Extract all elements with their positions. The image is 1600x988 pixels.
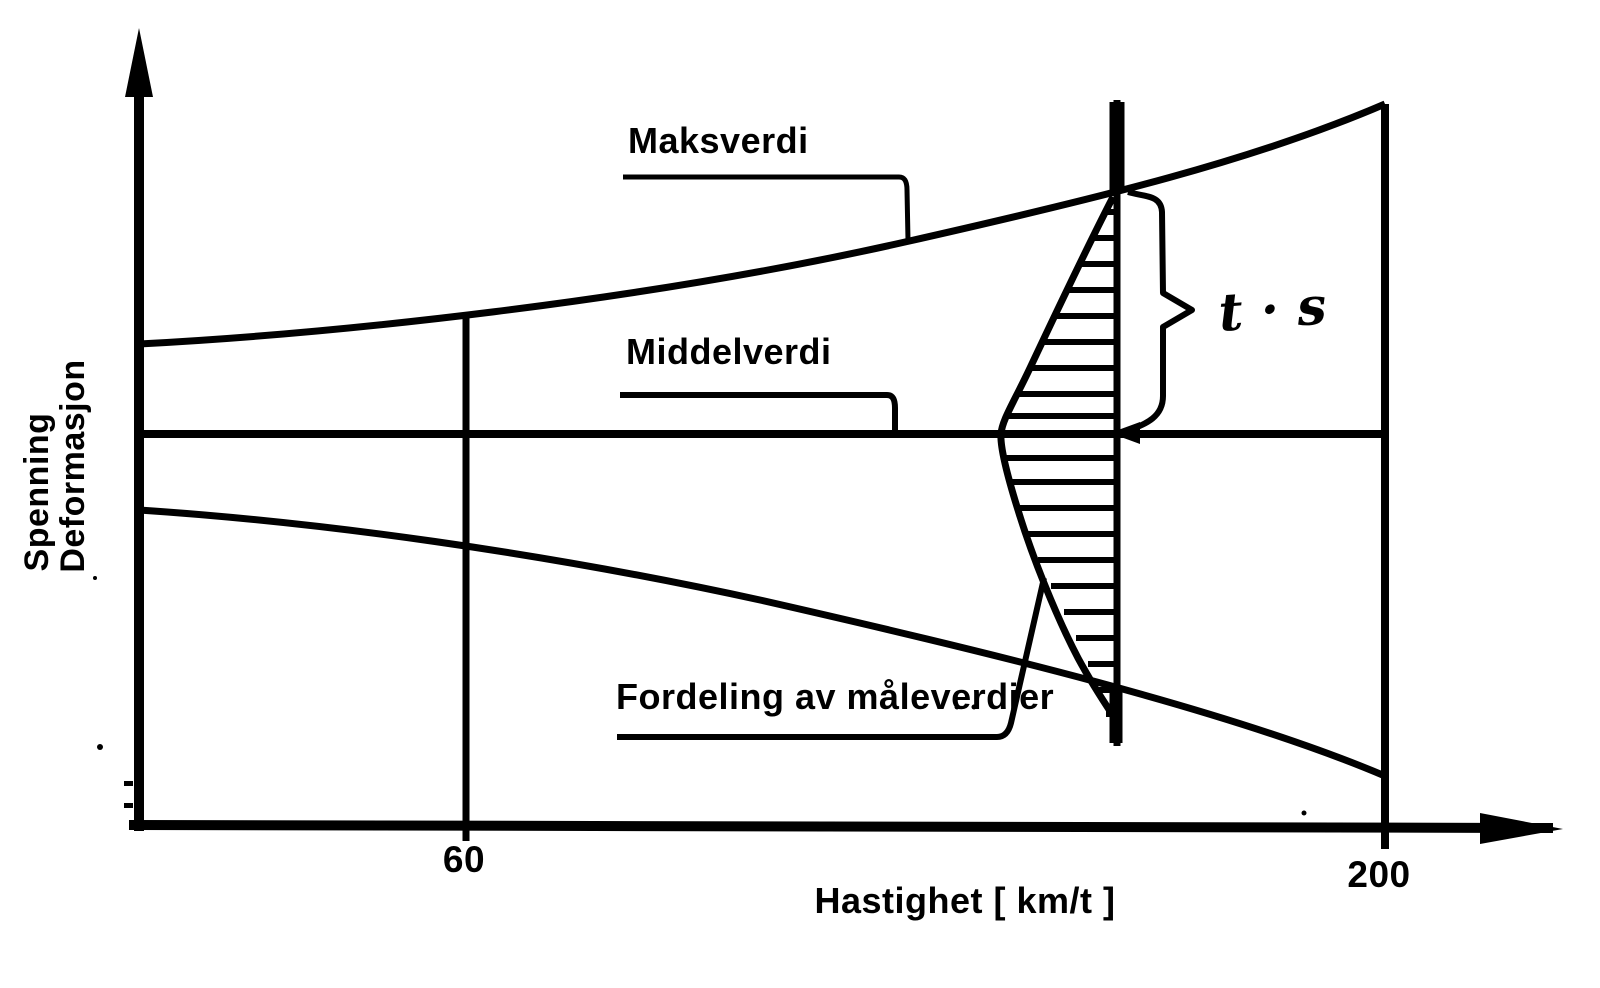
scan-artifacts bbox=[93, 576, 1307, 816]
x-axis bbox=[128, 813, 1563, 844]
envelope-curves bbox=[138, 100, 1387, 780]
scan-speck bbox=[1301, 810, 1307, 816]
fordeling-label: Fordeling av måleverdier bbox=[616, 676, 1054, 717]
x-tick-label-200: 200 bbox=[1347, 854, 1410, 895]
x-axis-title: Hastighet [ km/t ] bbox=[814, 880, 1115, 921]
scan-speck bbox=[93, 576, 97, 580]
x-axis-line bbox=[128, 819, 1554, 834]
maksverdi-label: Maksverdi bbox=[628, 120, 809, 161]
brace-path bbox=[1123, 189, 1195, 435]
ts-bracket bbox=[1110, 189, 1195, 444]
scan-speck bbox=[124, 781, 133, 786]
distribution-sketch bbox=[997, 100, 1125, 746]
x-tick-label-60: 60 bbox=[443, 839, 485, 880]
maksverdi-leader bbox=[623, 174, 911, 241]
bell-hatching bbox=[1004, 209, 1117, 717]
ts-handwritten-label: t · s bbox=[1217, 275, 1329, 343]
maksverdi-curve bbox=[138, 100, 1387, 348]
scan-speck bbox=[97, 744, 103, 750]
fordeling-leader bbox=[617, 577, 1047, 740]
y-axis-arrow-icon bbox=[125, 28, 153, 97]
y-axis-title-line1: Spenning bbox=[18, 413, 56, 572]
scan-speck bbox=[971, 704, 977, 710]
x-axis-arrow-icon bbox=[1480, 813, 1563, 844]
label-leaders bbox=[617, 174, 1047, 740]
y-axis-title-line2: Deformasjon bbox=[54, 359, 92, 572]
scan-speck bbox=[954, 704, 960, 710]
lower-envelope-curve bbox=[138, 506, 1387, 780]
middelverdi-label: Middelverdi bbox=[626, 331, 832, 372]
y-axis bbox=[125, 28, 153, 831]
brace-arrow-icon bbox=[1110, 422, 1140, 444]
scan-speck bbox=[124, 803, 133, 808]
middelverdi-leader bbox=[620, 392, 898, 438]
